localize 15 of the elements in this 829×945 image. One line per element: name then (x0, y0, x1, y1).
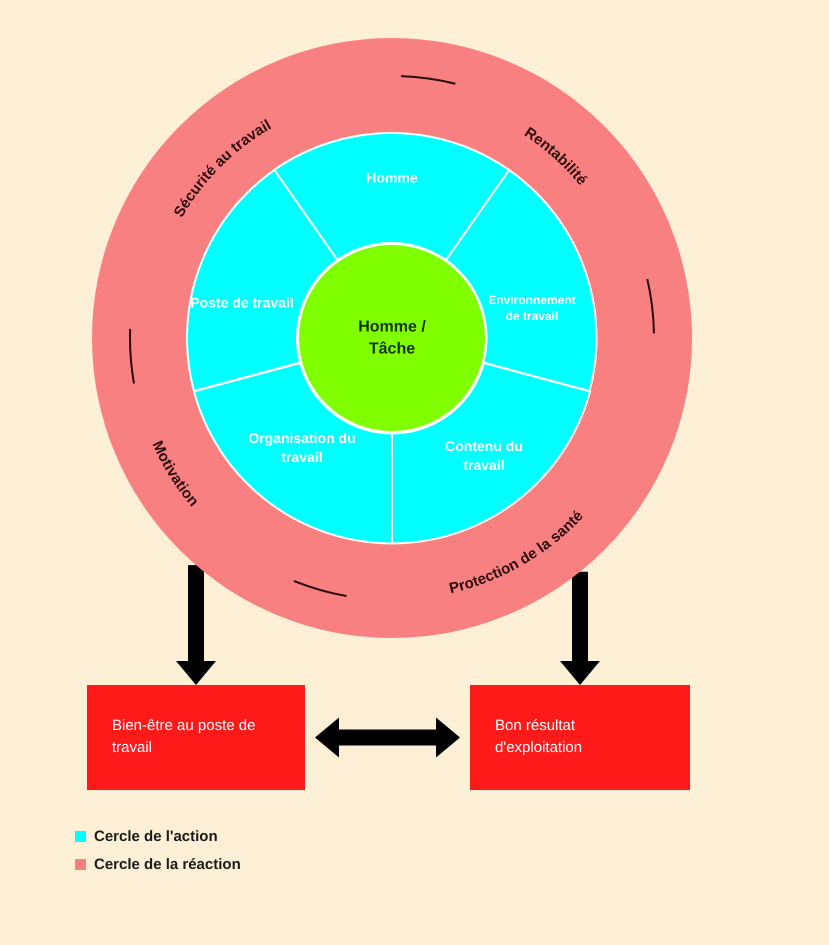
arrow (560, 572, 600, 685)
result-box (470, 685, 690, 790)
result-box (87, 685, 305, 790)
sector-label: Poste de travail (189, 294, 295, 312)
center-label: Homme / Tâche (357, 317, 427, 359)
sector-label: Organisation du travail (247, 429, 357, 467)
legend-label: Cercle de la réaction (94, 856, 241, 873)
arrow (176, 565, 216, 685)
box-label: Bon résultat d'exploitation (495, 716, 584, 758)
sector-label: Contenu du travail (444, 437, 524, 475)
arrow (315, 718, 460, 758)
sector-label: Environnement de travail (487, 292, 577, 324)
box-label: Bien-être au poste de travail (112, 716, 256, 758)
legend-label: Cercle de l'action (94, 828, 218, 845)
sector-label: Homme (365, 168, 419, 188)
